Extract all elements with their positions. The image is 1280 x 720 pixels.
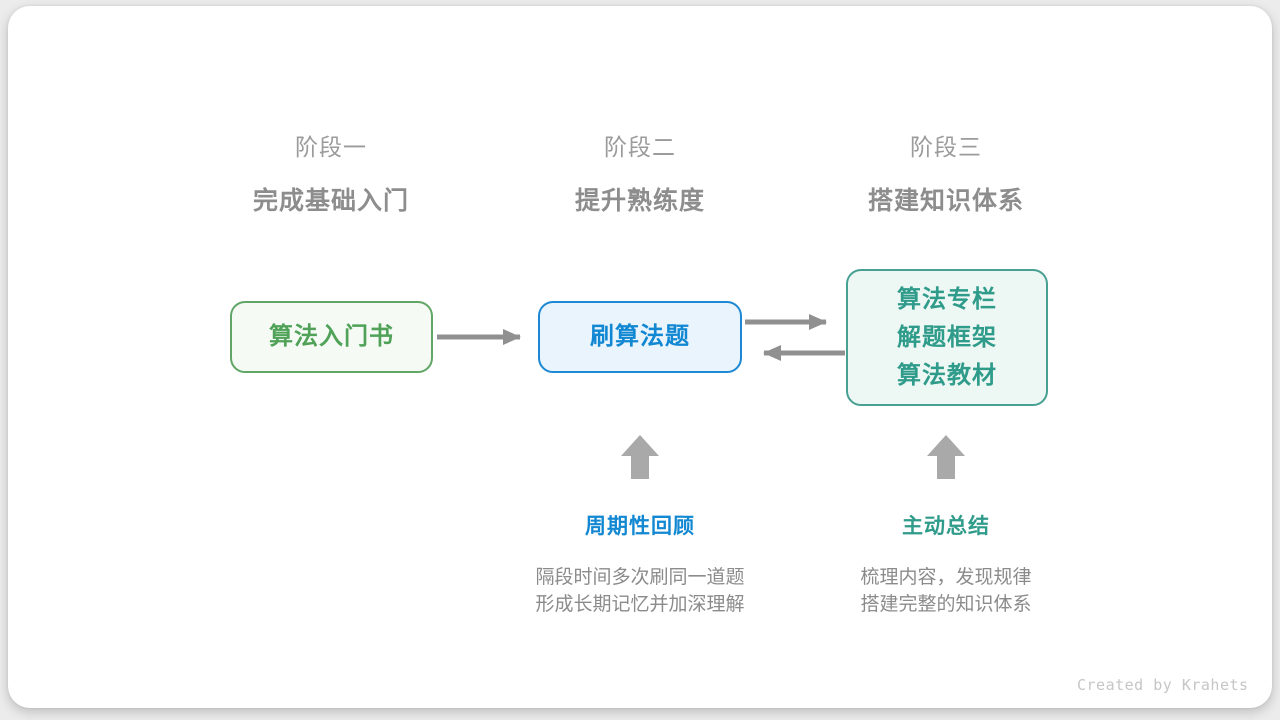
stage-3-subtitle: 搭建知识体系 [867, 187, 1024, 215]
stage-1-subtitle: 完成基础入门 [252, 187, 409, 215]
stage-header-2: 阶段二 提升熟练度 [480, 128, 800, 217]
annotation-active-summary-desc-line1: 梳理内容，发现规律 [860, 567, 1032, 588]
annotation-active-summary-desc-line2: 搭建完整的知识体系 [860, 594, 1032, 615]
node-resource-line-2: 解题框架 [897, 323, 997, 351]
node-knowledge-resources: 算法专栏 解题框架 算法教材 [846, 269, 1048, 406]
annotation-periodic-review-desc-line2: 形成长期记忆并加深理解 [535, 594, 745, 615]
annotation-periodic-review-desc: 隔段时间多次刷同一道题 形成长期记忆并加深理解 [470, 564, 810, 618]
annotation-active-summary-desc: 梳理内容，发现规律 搭建完整的知识体系 [776, 564, 1116, 618]
node-practice-problems: 刷算法题 [538, 301, 742, 373]
annotation-periodic-review: 周期性回顾 隔段时间多次刷同一道题 形成长期记忆并加深理解 [470, 510, 810, 618]
annotation-active-summary: 主动总结 梳理内容，发现规律 搭建完整的知识体系 [776, 510, 1116, 618]
annotation-periodic-review-title: 周期性回顾 [585, 515, 695, 538]
stage-1-label: 阶段一 [295, 134, 367, 160]
node-resource-line-3: 算法教材 [897, 361, 997, 389]
watermark-credit: Created by Krahets [1077, 676, 1249, 694]
annotation-periodic-review-desc-line1: 隔段时间多次刷同一道题 [535, 567, 745, 588]
stage-2-label: 阶段二 [604, 134, 676, 160]
stage-2-subtitle: 提升熟练度 [574, 187, 705, 215]
node-practice-problems-label: 刷算法题 [590, 323, 690, 350]
annotation-active-summary-title: 主动总结 [902, 515, 990, 538]
stage-3-label: 阶段三 [910, 134, 982, 160]
node-resource-line-1: 算法专栏 [897, 285, 997, 313]
node-intro-book: 算法入门书 [230, 301, 433, 373]
stage-header-3: 阶段三 搭建知识体系 [786, 128, 1106, 217]
stage-header-1: 阶段一 完成基础入门 [171, 128, 491, 217]
node-intro-book-label: 算法入门书 [269, 323, 394, 350]
